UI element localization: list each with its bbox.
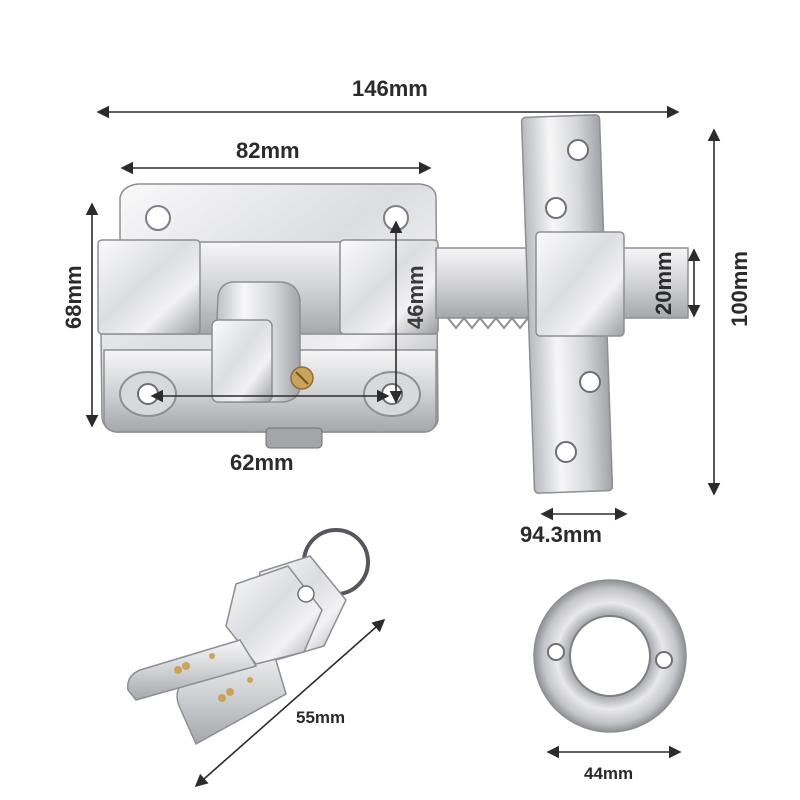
escutcheon-ring-icon — [533, 579, 687, 733]
label-key-length: 55mm — [296, 708, 346, 727]
label-keeper-depth: 94.3mm — [520, 522, 602, 547]
label-hole-spacing-v: 46mm — [403, 265, 428, 329]
label-bolt-width: 20mm — [651, 251, 676, 315]
label-overall-width: 146mm — [352, 76, 428, 101]
label-hole-spacing-h: 62mm — [230, 450, 294, 475]
label-body-height: 68mm — [61, 265, 86, 329]
dim-line-key-length — [194, 618, 386, 788]
label-keeper-height: 100mm — [727, 251, 752, 327]
label-body-width: 82mm — [236, 138, 300, 163]
label-escutcheon-diameter: 44mm — [584, 764, 634, 783]
keeper-plate-icon — [520, 114, 625, 494]
dimension-lines — [85, 105, 721, 788]
lock-body-icon — [97, 183, 439, 449]
